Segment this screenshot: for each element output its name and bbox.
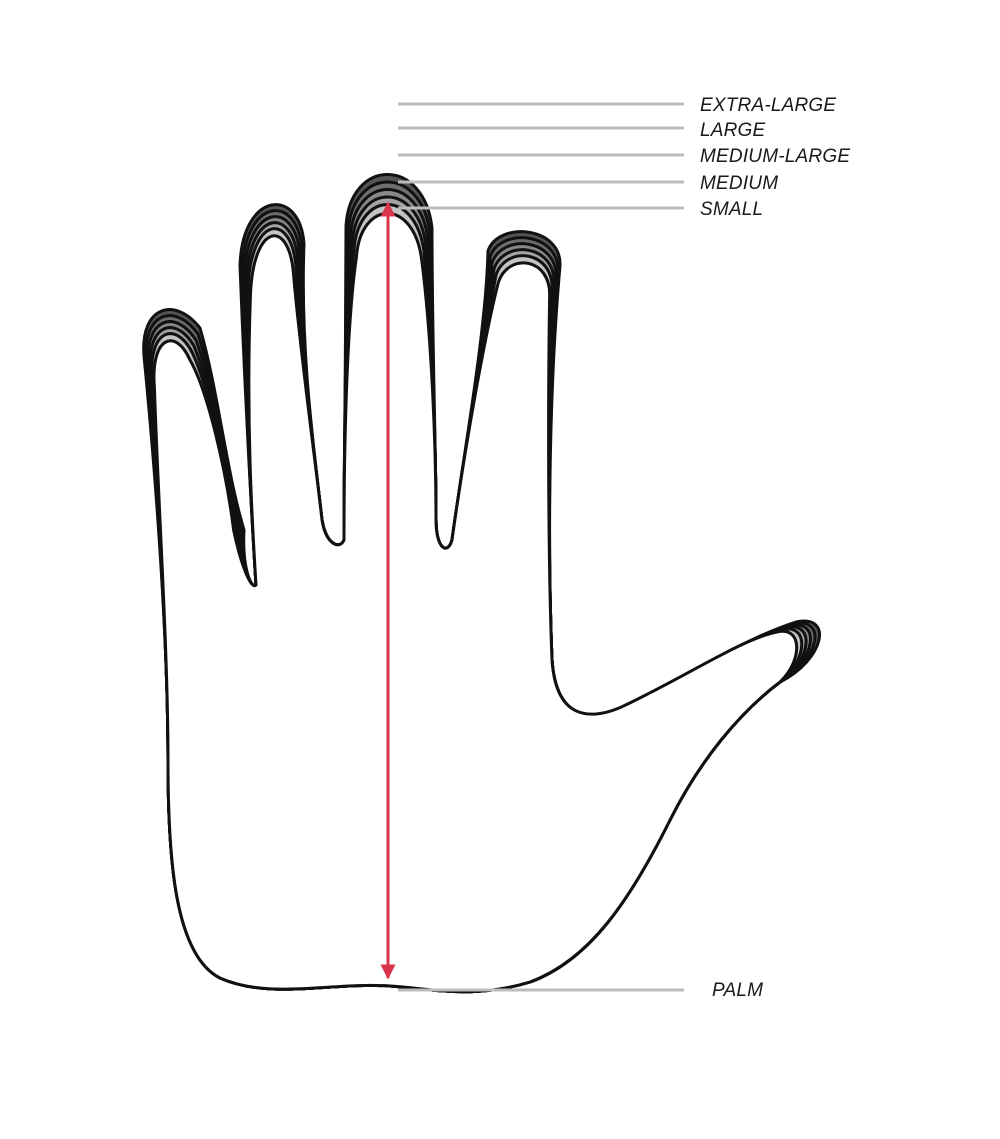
leader-lines <box>398 102 684 992</box>
hand-outlines <box>142 173 822 994</box>
size-label-medium-large: MEDIUM-LARGE <box>700 146 850 167</box>
palm-label: PALM <box>712 980 763 1001</box>
size-label-medium: MEDIUM <box>700 173 778 194</box>
size-label-small: SMALL <box>700 199 763 220</box>
size-label-extra-large: EXTRA-LARGE <box>700 95 836 116</box>
palm-area <box>152 212 799 994</box>
size-labels: EXTRA-LARGE LARGE MEDIUM-LARGE MEDIUM SM… <box>700 95 850 1001</box>
size-label-large: LARGE <box>700 120 766 141</box>
